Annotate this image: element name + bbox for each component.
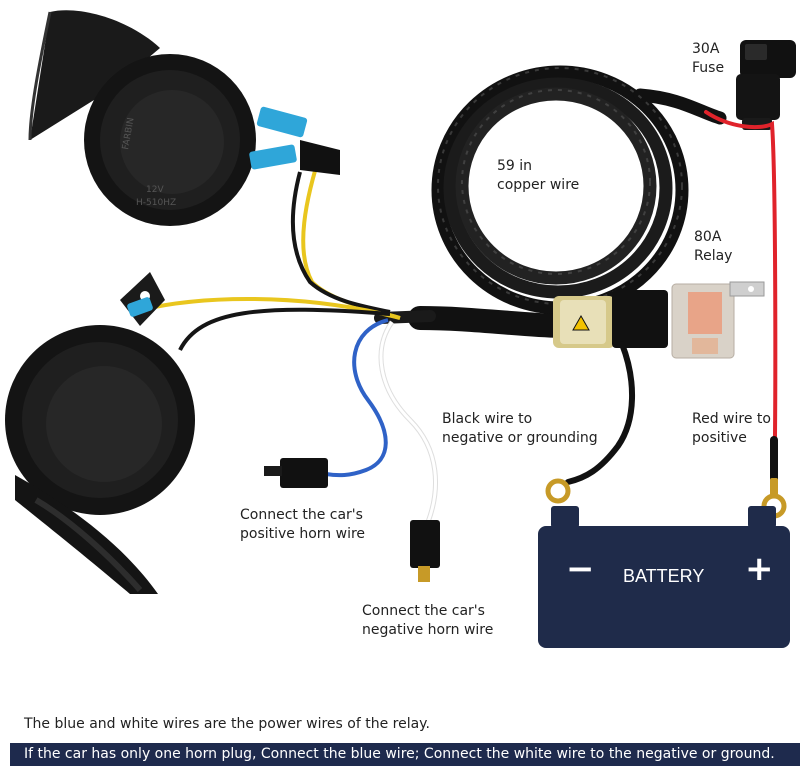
relay-label-line2: Relay — [694, 248, 733, 264]
horn-model-text: H-510HZ — [136, 198, 176, 208]
blue-wire — [325, 318, 389, 478]
copper-wire-label-line2: copper wire — [497, 177, 580, 193]
black-wire-ring-terminal — [545, 478, 571, 504]
fuse-label-line1: 30A — [692, 41, 720, 57]
power-wires-note: The blue and white wires are the power w… — [24, 716, 430, 732]
red-wire-label: Red wire to positive — [692, 410, 771, 448]
fuse-label: 30A Fuse — [692, 40, 724, 78]
red-wire — [704, 110, 778, 498]
black-wire-bottom — [178, 307, 391, 351]
red-wire-label-line2: positive — [692, 430, 747, 446]
yellow-wire-top — [301, 147, 401, 320]
bottom-horn — [5, 272, 195, 594]
wiring-diagram: FARBIN 12V H-510HZ − BATTERY + — [5, 10, 796, 648]
horn-spec-text: 12V — [146, 185, 164, 195]
black-wire-top — [290, 171, 391, 314]
copper-wire-label-line1: 59 in — [497, 158, 533, 174]
positive-horn-label-line2: positive horn wire — [240, 526, 366, 542]
relay — [553, 281, 765, 359]
negative-horn-label: Connect the car's negative horn wire — [362, 602, 493, 640]
black-wire-label-line2: negative or grounding — [442, 430, 598, 446]
battery-label: BATTERY — [623, 566, 704, 586]
negative-horn-connector — [410, 520, 440, 582]
battery-minus-sign: − — [566, 549, 595, 589]
coil-highlights — [437, 67, 683, 305]
black-wire-label-line1: Black wire to — [442, 411, 533, 427]
copper-wire-label: 59 in copper wire — [497, 157, 579, 195]
relay-label-line1: 80A — [694, 229, 722, 245]
positive-horn-connector — [264, 458, 328, 488]
battery: − BATTERY + — [538, 506, 790, 648]
positive-horn-label-line1: Connect the car's — [240, 507, 363, 523]
relay-label: 80A Relay — [694, 228, 732, 266]
single-plug-instruction-banner: If the car has only one horn plug, Conne… — [10, 743, 800, 766]
black-wire-label: Black wire to negative or grounding — [442, 410, 598, 448]
fuse-holder — [736, 40, 796, 130]
top-horn: FARBIN 12V H-510HZ — [28, 10, 340, 226]
negative-horn-label-line2: negative horn wire — [362, 622, 494, 638]
white-wire — [378, 320, 438, 523]
black-ground-wire — [565, 341, 636, 485]
battery-plus-sign: + — [745, 549, 774, 589]
red-wire-label-line1: Red wire to — [692, 411, 771, 427]
fuse-label-line2: Fuse — [692, 60, 725, 76]
harness-sleeve — [408, 306, 572, 338]
positive-horn-label: Connect the car's positive horn wire — [240, 506, 365, 544]
yellow-wire-bottom — [139, 296, 401, 320]
negative-horn-label-line1: Connect the car's — [362, 603, 485, 619]
